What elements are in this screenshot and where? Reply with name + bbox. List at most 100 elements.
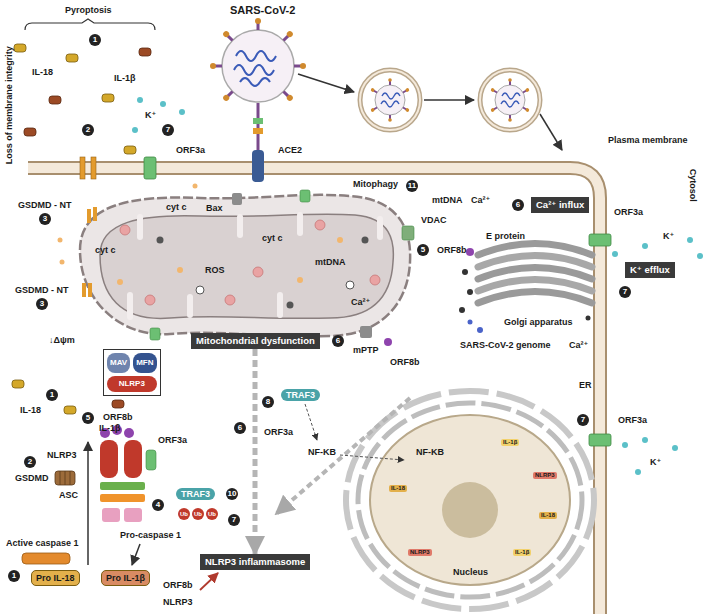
circle-shape	[58, 238, 63, 243]
part-label: K⁺	[650, 457, 661, 467]
circle-shape	[124, 428, 134, 438]
path-shape	[540, 114, 562, 150]
callout-number: 7	[228, 514, 240, 526]
title-label: SARS-CoV-2	[230, 4, 295, 17]
rect-shape	[232, 193, 242, 205]
gene-label: IL-18	[539, 512, 557, 519]
process-box: NLRP3 inflammasome	[200, 554, 310, 570]
circle-shape	[612, 251, 618, 257]
callout-number: 11	[406, 180, 418, 192]
path-shape	[87, 442, 89, 565]
circle-shape	[687, 237, 693, 243]
circle-shape	[642, 437, 648, 443]
circle-shape	[297, 277, 303, 283]
rect-shape	[82, 283, 86, 297]
ellipse-shape	[346, 391, 594, 609]
rect-shape	[300, 190, 310, 202]
part-label: Ca²⁺	[471, 195, 490, 205]
rect-shape	[100, 440, 118, 478]
callout-number: 1	[8, 570, 20, 582]
part-label: mtDNA	[315, 257, 346, 267]
path-shape	[276, 398, 410, 514]
part-label: SARS-CoV-2 genome	[460, 340, 551, 350]
circle-shape	[467, 289, 473, 295]
part-label: Nucleus	[453, 567, 488, 577]
part-label: Pro IL-1β	[101, 570, 150, 586]
node-text: MFN	[133, 353, 156, 373]
path-shape	[28, 168, 600, 614]
part-label: IL-18	[20, 405, 41, 415]
part-label: ORF3a	[158, 435, 187, 445]
path-shape	[234, 51, 276, 86]
rect-shape	[137, 214, 143, 240]
rect-shape	[253, 118, 263, 124]
part-label: cyt c	[262, 233, 283, 243]
rect-shape	[91, 157, 96, 179]
circle-shape	[360, 70, 420, 130]
use-shape	[210, 63, 222, 69]
circle-shape	[196, 286, 204, 294]
rect-shape	[100, 494, 145, 502]
rect-shape	[124, 440, 142, 478]
circle-shape	[360, 70, 420, 130]
part-label: ORF8b	[437, 245, 467, 255]
rect-shape	[80, 157, 85, 179]
process-box: Ca²⁺ influx	[531, 197, 589, 213]
protein-box: MAVMFNNLRP3	[103, 349, 161, 396]
use-shape	[490, 78, 530, 122]
part-label: ASC	[59, 490, 78, 500]
part-label: Pro IL-18	[31, 570, 80, 586]
part-label: IL-1β	[114, 73, 136, 83]
part-label: Pyroptosis	[65, 5, 112, 15]
circle-shape	[157, 237, 164, 244]
part-label: GSDMD - NT	[18, 200, 72, 210]
callout-number: 10	[226, 488, 238, 500]
part-label: ER	[579, 380, 592, 390]
path-shape	[100, 214, 393, 318]
side-label: Cytosol	[687, 169, 697, 202]
path-shape	[298, 74, 354, 92]
part-label: NLRP3	[163, 597, 193, 607]
rect-shape	[277, 292, 283, 318]
signal-arrow	[253, 349, 258, 554]
rect-shape	[589, 234, 611, 246]
part-label: Bax	[206, 203, 223, 213]
use-shape	[294, 63, 306, 69]
use-shape	[64, 406, 76, 414]
circle-shape	[193, 184, 198, 189]
circle-shape	[160, 101, 166, 107]
use-shape	[14, 44, 26, 52]
rect-shape	[297, 212, 303, 236]
part-label: ORF8b	[163, 580, 193, 590]
rect-shape	[150, 328, 160, 340]
use-shape	[255, 18, 261, 30]
part-label: K⁺	[145, 110, 156, 120]
node-text: K⁺ efflux	[630, 264, 670, 275]
callout-number: 6	[332, 335, 344, 347]
path-shape	[340, 455, 404, 460]
part-label: GSDMD - NT	[15, 285, 69, 295]
part-label: IL-1β	[99, 423, 121, 433]
part-label: Plasma membrane	[608, 135, 688, 145]
rect-shape	[377, 216, 383, 240]
rect-shape	[144, 157, 156, 179]
line-shape	[60, 471, 61, 485]
circle-shape	[622, 442, 628, 448]
part-label: Ca²⁺	[351, 297, 370, 307]
rect-shape	[127, 292, 133, 320]
circle-shape	[480, 70, 540, 130]
part-label: cyt c	[95, 245, 116, 255]
rect-shape	[360, 326, 372, 338]
gene-label: IL-18	[389, 485, 407, 492]
part-label: ROS	[205, 265, 225, 275]
part-label: ACE2	[278, 145, 302, 155]
circle-shape	[370, 275, 380, 285]
use-shape	[124, 146, 136, 154]
callout-number: 3	[39, 213, 51, 225]
path-shape	[478, 292, 592, 304]
node-text: NLRP3 inflammasome	[205, 556, 305, 567]
circle-shape	[222, 30, 294, 102]
callout-number: 5	[417, 244, 429, 256]
